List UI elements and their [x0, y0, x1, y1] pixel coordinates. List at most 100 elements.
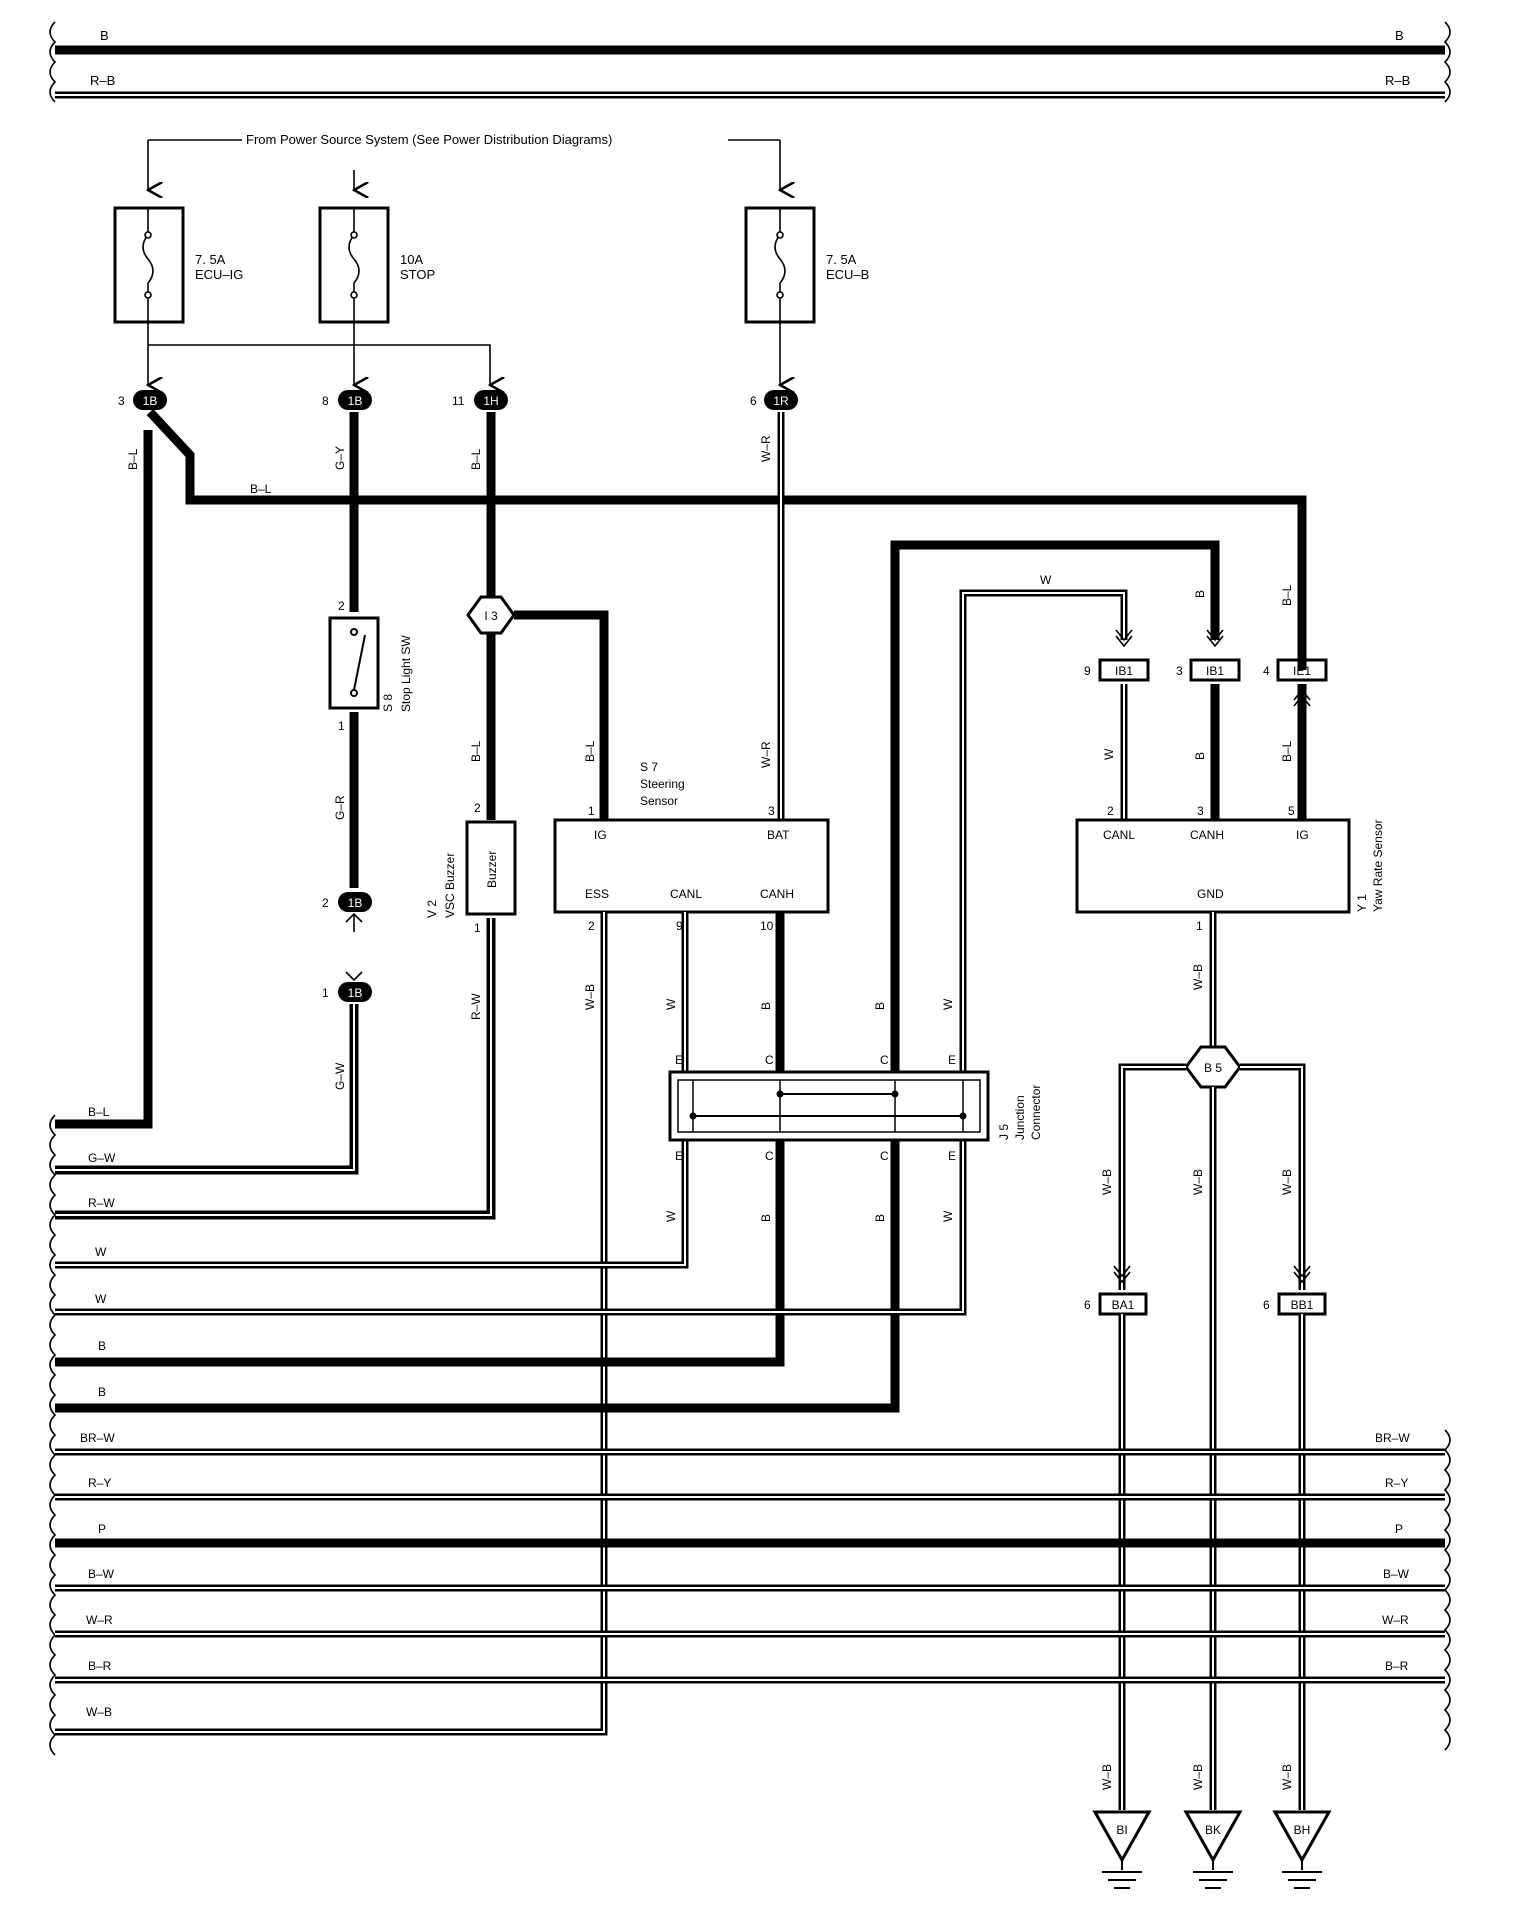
- junction-i3: [466, 595, 516, 635]
- wire-label: B–L: [469, 740, 483, 762]
- terminal-label: IG: [594, 828, 607, 842]
- j5-pin-letter: C: [880, 1053, 889, 1067]
- wire-label: B–L: [1280, 740, 1294, 762]
- bus-label: B–W: [1383, 1567, 1410, 1581]
- pin-label: 2: [338, 599, 345, 613]
- component-id: S 7: [640, 760, 658, 774]
- connector-name: 1B: [348, 896, 363, 910]
- wire-label: W–B: [1191, 964, 1205, 990]
- connector-name: BA1: [1112, 1298, 1135, 1312]
- connector-1b-pin3: 1B 3: [118, 390, 167, 410]
- wire-label: B: [873, 1002, 887, 1010]
- bus-label: B–R: [88, 1659, 112, 1673]
- bus-label: G–W: [88, 1151, 116, 1165]
- wire-label: B–L: [469, 448, 483, 470]
- wire-label: W–B: [1191, 1764, 1205, 1790]
- terminal-label: BAT: [767, 828, 790, 842]
- yaw-ground-circuit: W–B B 5 W–B W–B W–B BA1 6 BB1 6 W–B W–B …: [1084, 912, 1327, 1810]
- bus-label: W–B: [86, 1705, 112, 1719]
- wire-label: G–R: [333, 795, 347, 820]
- connector-pin: 6: [1084, 1298, 1091, 1312]
- component-id: J 5: [997, 1124, 1011, 1140]
- bus-label: BR–W: [80, 1431, 115, 1445]
- wire-label: G–W: [333, 1062, 347, 1090]
- top-bus-label-left-0: B: [100, 28, 109, 43]
- pin-label: 5: [1288, 804, 1295, 818]
- connector-name: IB1: [1206, 664, 1224, 678]
- pin-label: 1: [1196, 919, 1203, 933]
- connector-bb1-pin6: BB1 6: [1263, 1292, 1327, 1316]
- pin-label: 3: [768, 804, 775, 818]
- wire-label: B: [1193, 752, 1207, 760]
- junction-connector-j5: E C C E E C C E J 5 Junction Connector: [668, 1053, 1043, 1163]
- wire-b-loop-yaw: B B B: [55, 540, 1220, 1413]
- ground-bi: BI: [1092, 1810, 1152, 1889]
- bottom-bus: B–L G–W R–W W W B B BR–W BR–W R–Y R–Y P …: [49, 1105, 1451, 1756]
- bus-label: B–R: [1385, 1659, 1409, 1673]
- stop-light-circuit: G–Y 2 1 S 8 Stop Light SW G–R 1B 2 1B 1 …: [55, 412, 413, 1175]
- wire-label: W–R: [759, 741, 773, 768]
- component-name: Sensor: [640, 794, 678, 808]
- terminal-label: GND: [1197, 887, 1224, 901]
- bus-label: W–R: [1382, 1613, 1409, 1627]
- connector-pin: 6: [750, 394, 757, 408]
- connector-pin: 8: [322, 394, 329, 408]
- component-name: Steering: [640, 777, 685, 791]
- pin-label: 2: [588, 919, 595, 933]
- wire-w-loop-yaw: W W W: [55, 573, 1128, 1316]
- bus-label: B: [98, 1385, 106, 1399]
- ground-bk: BK: [1183, 1810, 1243, 1889]
- fuse-stop: 10A STOP: [318, 206, 435, 324]
- wire-label: W–B: [1100, 1764, 1114, 1790]
- j5-pin-letter: C: [765, 1149, 774, 1163]
- wire-b-l-main: B–L B–L: [55, 408, 1307, 1129]
- break-mark-left: [49, 1114, 57, 1756]
- bus-label: R–W: [88, 1196, 115, 1210]
- connector-1b-pin2: 1B 2: [322, 892, 372, 912]
- j5-pin-letter: C: [880, 1149, 889, 1163]
- bus-label: B: [98, 1339, 106, 1353]
- wire-label: W: [941, 998, 955, 1010]
- j5-pin-letter: E: [675, 1149, 683, 1163]
- top-bus: B B R–B R–B: [49, 21, 1451, 103]
- terminal-label: IG: [1296, 828, 1309, 842]
- pin-label: 2: [474, 801, 481, 815]
- top-bus-label-right-1: R–B: [1385, 73, 1410, 88]
- wire-ess-w-b: W–B: [55, 912, 608, 1736]
- wire-label: W–B: [583, 984, 597, 1010]
- j5-pin-letter: E: [948, 1053, 956, 1067]
- connector-name: 1B: [348, 394, 363, 408]
- wire-canh-steering: B B: [55, 912, 785, 1367]
- connector-ib1-pin3: IB1 3: [1176, 658, 1241, 682]
- component-id: V 2: [425, 900, 439, 918]
- pin-label: 1: [338, 719, 345, 733]
- connector-name: BB1: [1291, 1298, 1314, 1312]
- ground-label: BH: [1294, 1823, 1311, 1837]
- j5-pin-letter: E: [675, 1053, 683, 1067]
- wire-label: B: [759, 1002, 773, 1010]
- wire-label: B: [759, 1214, 773, 1222]
- wire-label: B–L: [1280, 584, 1294, 606]
- component-name: VSC Buzzer: [443, 853, 457, 918]
- component-name: Yaw Rate Sensor: [1371, 820, 1385, 913]
- connector-pin: 11: [452, 394, 465, 408]
- connector-name: IB1: [1115, 664, 1133, 678]
- connector-pin: 6: [1263, 1298, 1270, 1312]
- break-mark-left: [49, 21, 57, 103]
- pin-label: 3: [1197, 804, 1204, 818]
- bus-label: R–Y: [1385, 1476, 1408, 1490]
- wire-label: W–B: [1280, 1764, 1294, 1790]
- pin-label: 2: [1107, 804, 1114, 818]
- connector-name: 1B: [348, 986, 363, 1000]
- fuse-ecu-b: 7. 5A ECU–B: [744, 206, 869, 324]
- break-mark-right: [1443, 21, 1451, 103]
- bus-label: B–L: [88, 1105, 110, 1119]
- component-id: Y 1: [1355, 894, 1369, 912]
- connector-pin: 3: [118, 394, 125, 408]
- power-source-feed: From Power Source System (See Power Dist…: [148, 132, 780, 190]
- junction-label: I 3: [484, 609, 498, 623]
- wire-label: W: [664, 1210, 678, 1222]
- bus-label: B–W: [88, 1567, 115, 1581]
- bus-label: P: [98, 1522, 106, 1536]
